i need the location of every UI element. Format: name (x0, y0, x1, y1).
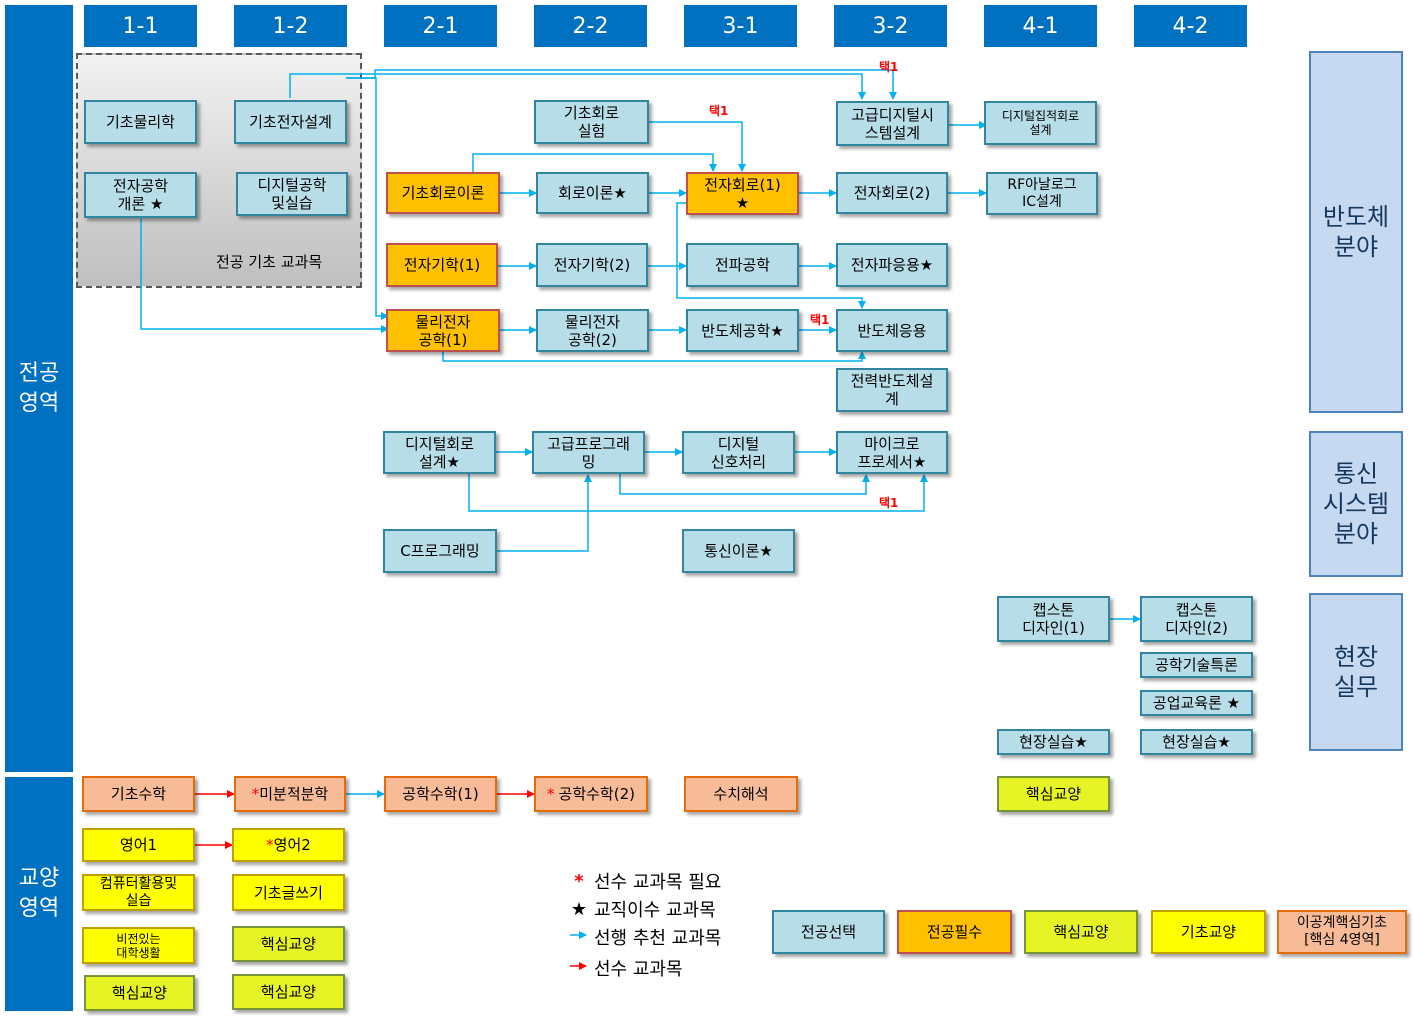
legend-prerequisite-label: 선수 교과목 (594, 959, 683, 980)
course-dsp[interactable]: 디지털 신호처리 (682, 431, 795, 474)
course-core-liberal-4-1[interactable]: 핵심교양 (997, 776, 1110, 812)
elective-note: 택1 (879, 60, 899, 74)
arrow-intro-to-physical-electronics (140, 218, 389, 333)
field-communication: 통신 시스템 분야 (1309, 431, 1403, 577)
course-advanced-programming[interactable]: 고급프로그래 밍 (532, 431, 645, 474)
semester-header-1-2: 1-2 (234, 5, 347, 47)
course-digital-logic-design[interactable]: 디지털회로 설계★ (383, 431, 496, 474)
course-wave-applications[interactable]: 전자파응용★ (836, 243, 948, 287)
foundation-courses-area: 전공 기초 교과목 (76, 53, 362, 288)
course-electromagnetics2[interactable]: 전자기학(2) (536, 243, 648, 287)
semester-header-3-1: 3-1 (684, 5, 797, 47)
course-basic-circuit-theory[interactable]: 기초회로이론 (386, 172, 500, 214)
legend-recommended: 선행 추천 교과목 (568, 924, 721, 950)
semester-header-4-2: 4-2 (1134, 5, 1247, 47)
elective-note: 택1 (879, 496, 899, 510)
course-core-liberal-1-2b[interactable]: 핵심교양 (232, 974, 345, 1010)
legend-eng-core: 이공계핵심기초 [핵심 4영역] (1277, 910, 1407, 954)
course-microprocessor[interactable]: 마이크로 프로세서★ (836, 431, 948, 474)
semester-header-3-2: 3-2 (834, 5, 947, 47)
course-electromagnetics1[interactable]: 전자기학(1) (386, 243, 498, 287)
course-english2-label: 영어2 (273, 836, 311, 854)
course-physical-electronics1[interactable]: 물리전자 공학(1) (386, 309, 500, 352)
course-visionary-college[interactable]: 비전있는 대학생활 (82, 927, 195, 964)
legend-red-star: * (574, 870, 584, 892)
legend-core-liberal: 핵심교양 (1024, 910, 1138, 954)
arrow-basic-theory-to-ec1 (472, 153, 717, 172)
arrow-adv-programming-to-micro (619, 474, 870, 495)
semester-header-4-1: 4-1 (984, 5, 1097, 47)
legend-teaching-course: ★ 교직이수 교과목 (568, 896, 716, 922)
course-computer-practice[interactable]: 컴퓨터활용및 실습 (82, 874, 195, 911)
legend-prereq-needed: * 선수 교과목 필요 (568, 868, 721, 894)
course-capstone1[interactable]: 캡스톤 디자인(1) (997, 596, 1110, 642)
course-intro-electronics[interactable]: 전자공학 개론 ★ (84, 172, 197, 218)
course-calculus-label: 미분적분학 (259, 785, 329, 803)
arrow-ec1-to-semi-app (676, 202, 866, 309)
arrow-logic-to-micro (468, 474, 928, 512)
course-english1[interactable]: 영어1 (82, 828, 195, 862)
course-eng-education[interactable]: 공업교육론 ★ (1140, 690, 1253, 716)
course-communication-theory[interactable]: 통신이론★ (682, 529, 795, 573)
course-calculus[interactable]: *미분적분학 (234, 776, 346, 812)
prereq-star-mark: * (547, 785, 555, 803)
legend-prerequisite: 선수 교과목 (568, 955, 683, 981)
elective-note: 택1 (810, 313, 830, 327)
arrow-c-to-adv-programming (497, 474, 592, 552)
arrow-foundation-to-physical-electronics (346, 77, 389, 320)
field-semiconductor: 반도체 분야 (1309, 51, 1403, 413)
course-capstone2[interactable]: 캡스톤 디자인(2) (1140, 596, 1253, 642)
field-practice: 현장 실무 (1309, 593, 1403, 751)
arrow-pe1-to-power-semi (442, 351, 866, 362)
course-basic-physics[interactable]: 기초물리학 (84, 100, 197, 144)
course-digital-ic[interactable]: 디지털집적회로 설계 (984, 101, 1097, 145)
legend-major-elective: 전공선택 (772, 910, 885, 954)
semester-header-1-1: 1-1 (84, 5, 197, 47)
legend-teaching-course-label: 교직이수 교과목 (594, 900, 716, 921)
course-basic-math[interactable]: 기초수학 (82, 776, 195, 812)
arrow-circuit-lab-to-ec1 (647, 121, 746, 172)
course-basic-writing[interactable]: 기초글쓰기 (232, 874, 345, 911)
course-power-semiconductor[interactable]: 전력반도체설 계 (836, 368, 948, 412)
course-eng-math2-label: 공학수학(2) (558, 785, 635, 803)
semester-header-2-2: 2-2 (534, 5, 647, 47)
course-field-practice-4-1[interactable]: 현장실습★ (997, 729, 1110, 755)
course-wave-engineering[interactable]: 전파공학 (686, 243, 799, 287)
prereq-star-mark: * (251, 785, 260, 803)
course-rf-analog[interactable]: RF아날로그 IC설계 (986, 172, 1098, 215)
course-numerical-analysis[interactable]: 수치해석 (684, 776, 798, 812)
liberal-area-label: 교양 영역 (5, 777, 73, 1011)
course-circuit-theory[interactable]: 회로이론★ (536, 172, 649, 214)
course-eng-math2[interactable]: *공학수학(2) (534, 776, 648, 812)
course-basic-circuit-lab[interactable]: 기초회로 실험 (534, 100, 649, 144)
legend-recommended-label: 선행 추천 교과목 (594, 928, 722, 949)
legend-prereq-needed-label: 선수 교과목 필요 (594, 872, 722, 893)
prereq-star-mark: * (266, 836, 274, 854)
major-area-label: 전공 영역 (5, 5, 73, 772)
legend-black-star: ★ (570, 898, 588, 920)
course-english2[interactable]: *영어2 (232, 828, 345, 862)
course-eng-tech-special[interactable]: 공학기술특론 (1140, 652, 1253, 678)
legend-basic-liberal: 기초교양 (1151, 910, 1266, 954)
course-basic-electronics-design[interactable]: 기초전자설계 (234, 100, 347, 144)
course-semiconductor-eng[interactable]: 반도체공학★ (686, 309, 799, 352)
course-field-practice-4-2[interactable]: 현장실습★ (1140, 729, 1253, 755)
course-electronic-circuits1[interactable]: 전자회로(1) ★ (686, 172, 799, 215)
course-physical-electronics2[interactable]: 물리전자 공학(2) (536, 309, 649, 352)
course-eng-math1[interactable]: 공학수학(1) (384, 776, 497, 812)
legend-major-required: 전공필수 (897, 910, 1012, 954)
legend-arrows (570, 931, 587, 970)
course-advanced-digital-design[interactable]: 고급디지털시 스템설계 (836, 101, 949, 146)
course-c-programming[interactable]: C프로그래밍 (383, 529, 497, 573)
course-digital-eng-lab[interactable]: 디지털공학 및실습 (236, 172, 348, 216)
course-electronic-circuits2[interactable]: 전자회로(2) (836, 172, 948, 214)
semester-header-2-1: 2-1 (384, 5, 497, 47)
arrow-basic-design-to-advanced-digital (289, 73, 866, 100)
elective-note: 택1 (709, 104, 729, 118)
course-semiconductor-app[interactable]: 반도체응용 (836, 309, 948, 352)
course-core-liberal-1-1[interactable]: 핵심교양 (84, 975, 195, 1011)
course-core-liberal-1-2a[interactable]: 핵심교양 (232, 926, 345, 962)
foundation-label: 전공 기초 교과목 (216, 253, 323, 271)
